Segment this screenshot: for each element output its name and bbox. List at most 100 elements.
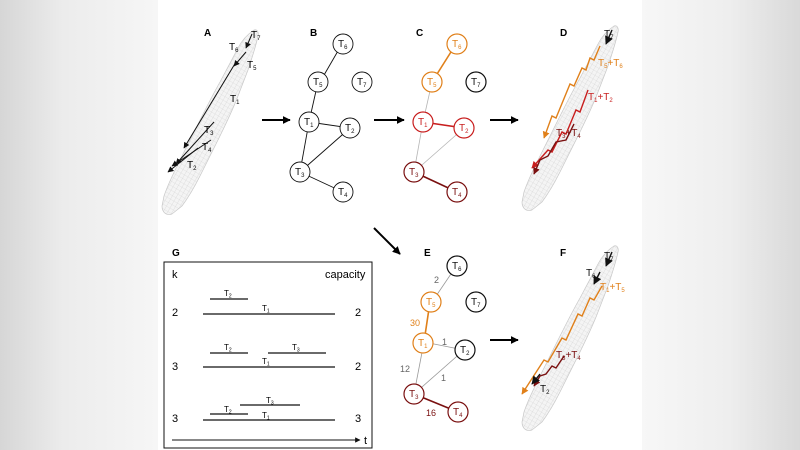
route-f-t7	[605, 251, 613, 267]
column-header-k: k	[172, 269, 178, 281]
node-b-t6	[332, 33, 354, 55]
row-3-capacity: 3	[355, 413, 361, 425]
trip-labels-a: T7 T6 T5 T1 T3 T4 T2	[187, 30, 261, 172]
trip-label-2: T2	[187, 160, 197, 172]
trip-label-6: T6	[229, 42, 239, 54]
node-e-t4	[447, 401, 469, 423]
row-2-capacity: 2	[355, 361, 361, 373]
graph-nodes-e	[403, 255, 487, 423]
node-e-t7	[465, 291, 487, 313]
row-1-capacity: 2	[355, 307, 361, 319]
interval-label-row-2-t1: T1	[262, 357, 270, 368]
node-b-t2	[339, 117, 361, 139]
edge-e-t2-t3	[413, 349, 465, 395]
node-c-t5	[421, 71, 443, 93]
panel-letter-g: G	[172, 248, 180, 259]
route-d-t5-t6	[542, 45, 601, 139]
panel-b: B T6 T5 T7 T1	[289, 28, 373, 203]
trip-arrows-a	[167, 33, 253, 173]
ridesharing-figure: A T7 T6 T5 T1 T3 T4 T2	[158, 0, 642, 450]
trip-label-1: T1	[230, 94, 240, 106]
edge-weight-t2-t3: 1	[441, 373, 446, 383]
edge-weight-t1-t3: 12	[400, 364, 410, 374]
node-e-t3	[403, 383, 425, 405]
node-c-t4	[446, 181, 468, 203]
edge-c-t2-t3	[413, 127, 465, 173]
node-c-t2	[453, 117, 475, 139]
row-1-k: 2	[172, 307, 178, 319]
node-labels-e: T6 T5 T7 T1 T2 T3 T4	[409, 261, 481, 419]
edge-weight-t3-t4: 16	[426, 408, 436, 418]
interval-label-row-3-t2: T2	[224, 405, 232, 416]
node-label-c-t4: T4	[452, 187, 462, 199]
node-label-b-t5: T5	[313, 77, 323, 89]
node-label-b-t6: T6	[338, 39, 348, 51]
node-c-t1	[412, 111, 434, 133]
node-e-t5	[420, 291, 442, 313]
node-b-t1	[298, 111, 320, 133]
merged-label-f-t2: T2	[540, 384, 550, 396]
panel-letter-e: E	[424, 248, 431, 259]
route-f-t2	[531, 373, 541, 385]
node-labels-c: T6 T5 T7 T1 T2 T3 T4	[409, 39, 481, 199]
node-e-t1	[412, 332, 434, 354]
node-label-b-t7: T7	[357, 77, 367, 89]
interval-label-row-1-t1: T1	[262, 304, 270, 315]
node-label-e-t4: T4	[453, 407, 463, 419]
panel-a: A T7 T6 T5 T1 T3 T4 T2	[161, 28, 261, 215]
merged-labels-d: T7 T5+T6 T1+T2 T3+T4	[556, 29, 623, 140]
edge-weight-t5-t1: 30	[410, 318, 420, 328]
node-label-c-t1: T1	[418, 117, 428, 129]
node-b-t4	[332, 181, 354, 203]
merged-label-f-t3-t4: T3+T4	[556, 350, 581, 362]
merged-labels-f: T7 T6 T1+T5 T3+T4 T2	[540, 251, 625, 396]
interval-row-3: 3 3 T3 T2 T1	[172, 396, 361, 425]
trip-label-5: T5	[247, 60, 257, 72]
edge-weight-t6-t5: 2	[434, 275, 439, 285]
merged-label-f-t6: T6	[586, 268, 596, 280]
node-e-t6	[446, 255, 468, 277]
merged-routes-d	[531, 29, 613, 175]
panel-letter-d: D	[560, 28, 567, 39]
trip-label-7: T7	[251, 30, 261, 42]
merged-label-f-t7: T7	[604, 251, 614, 263]
route-f-t6	[593, 271, 602, 285]
row-3-k: 3	[172, 413, 178, 425]
node-label-b-t4: T4	[338, 187, 348, 199]
node-label-e-t5: T5	[426, 297, 436, 309]
panel-f: F T7 T6 T1+T5 T3+T4 T2	[521, 245, 625, 431]
route-d-t7	[605, 29, 613, 45]
edge-weight-t1-t2: 1	[442, 337, 447, 347]
panel-d: D T7 T5+T6 T1+T2 T3+T4	[521, 25, 623, 211]
node-label-c-t5: T5	[427, 77, 437, 89]
node-label-e-t2: T2	[460, 345, 470, 357]
route-d-t3-t4	[533, 123, 575, 175]
row-2-k: 3	[172, 361, 178, 373]
node-c-t3	[403, 161, 425, 183]
route-f-t1-t5	[521, 285, 603, 395]
node-label-b-t1: T1	[304, 117, 314, 129]
node-c-t7	[465, 71, 487, 93]
manhattan-map-f	[521, 245, 619, 431]
interval-label-row-2-t3: T3	[292, 343, 300, 354]
merged-label-t1-t2: T1+T2	[588, 92, 613, 104]
merged-label-t3-t4: T3+T4	[556, 128, 581, 140]
trip-arrow-5	[233, 51, 247, 67]
trip-label-4: T4	[202, 142, 212, 154]
interval-row-1: 2 2 T2 T1	[172, 289, 361, 319]
node-label-e-t6: T6	[452, 261, 462, 273]
node-e-t2	[454, 339, 476, 361]
graph-nodes-c	[403, 33, 487, 203]
panel-c: C T6 T5 T7 T1	[403, 28, 487, 203]
node-b-t7	[351, 71, 373, 93]
manhattan-map-a	[161, 29, 259, 215]
interval-label-row-3-t1: T1	[262, 411, 270, 422]
node-label-c-t7: T7	[471, 77, 481, 89]
panel-letter-a: A	[204, 28, 211, 39]
interval-box	[163, 261, 373, 449]
edge-b-t2-t3	[299, 127, 351, 173]
trip-arrow-1	[183, 61, 237, 149]
node-label-c-t6: T6	[452, 39, 462, 51]
merged-label-f-t1-t5: T1+T5	[600, 282, 625, 294]
